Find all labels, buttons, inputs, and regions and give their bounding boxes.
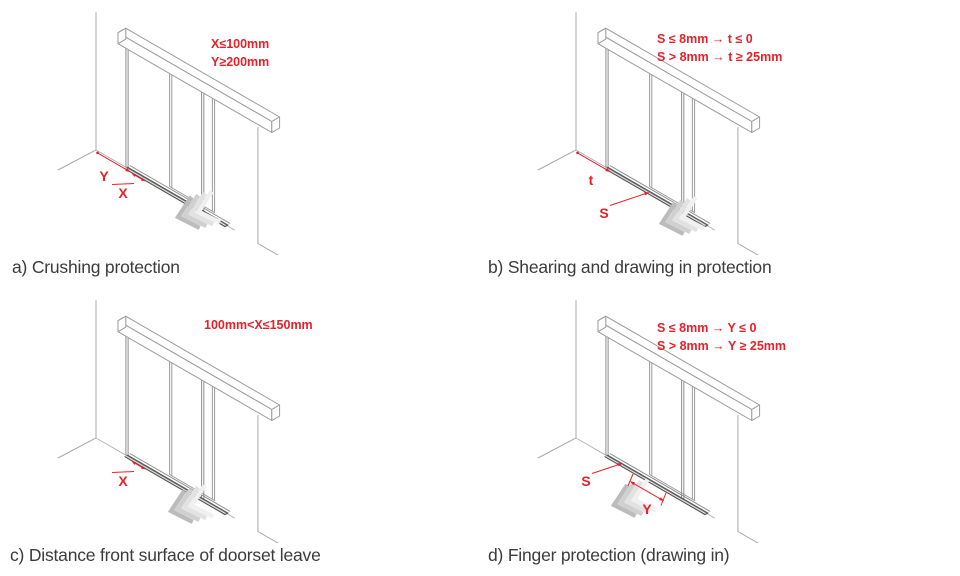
annotation-line: Y≥200mm [211, 55, 270, 69]
door-isometric-drawing: Y X [57, 11, 284, 255]
dimension-marks: Y X [96, 151, 146, 201]
dim-label-x: X [118, 185, 128, 201]
dim-label-s: S [599, 205, 608, 221]
door-isometric-drawing: S Y [537, 299, 764, 543]
dimension-marks: t S [576, 151, 650, 221]
dimension-marks: S Y [581, 463, 667, 517]
dimension-annotation: X≤100mm Y≥200mm [211, 35, 269, 71]
annotation-line: X≤100mm [211, 37, 270, 51]
door-line-art [57, 299, 284, 543]
dim-label-y: Y [642, 501, 652, 517]
panel-c-front-surface-distance: X 100mm<X≤150mm c) Distance front surfac… [0, 288, 480, 576]
dim-label-s: S [581, 473, 590, 489]
annotation-line: S > 8mm → Y ≥ 25mm [657, 339, 787, 353]
annotation-line: S ≤ 8mm → t ≤ 0 [657, 32, 753, 46]
dim-label-x: X [118, 473, 128, 489]
panel-caption: d) Finger protection (drawing in) [488, 545, 730, 565]
dimension-annotation: S ≤ 8mm → Y ≤ 0 S > 8mm → Y ≥ 25mm [657, 319, 786, 355]
dimension-annotation: 100mm<X≤150mm [204, 316, 313, 334]
annotation-line: S ≤ 8mm → Y ≤ 0 [657, 321, 757, 335]
slide-direction-chevron-icon [167, 485, 213, 526]
annotation-line: S > 8mm → t ≥ 25mm [657, 50, 783, 64]
door-isometric-drawing: X [57, 299, 284, 543]
dimension-annotation: S ≤ 8mm → t ≤ 0 S > 8mm → t ≥ 25mm [657, 30, 782, 66]
dimension-marks: X [111, 461, 146, 489]
panel-d-finger-protection: S Y S ≤ 8mm → Y ≤ 0 S > 8mm → Y ≥ 25mm d… [480, 288, 960, 576]
panel-a-crushing-protection: Y X X≤100mm Y≥200mm a) Crushing protecti… [0, 0, 480, 288]
panel-caption: a) Crushing protection [12, 257, 180, 277]
panel-caption: b) Shearing and drawing in protection [488, 257, 772, 277]
door-isometric-drawing: t S [537, 11, 764, 255]
dim-label-y: Y [99, 168, 109, 184]
panel-b-shearing-protection: t S S ≤ 8mm → t ≤ 0 S > 8mm → t ≥ 25mm b… [480, 0, 960, 288]
dim-label-t: t [589, 172, 594, 188]
annotation-line: 100mm<X≤150mm [204, 318, 313, 332]
panel-caption: c) Distance front surface of doorset lea… [10, 545, 321, 565]
